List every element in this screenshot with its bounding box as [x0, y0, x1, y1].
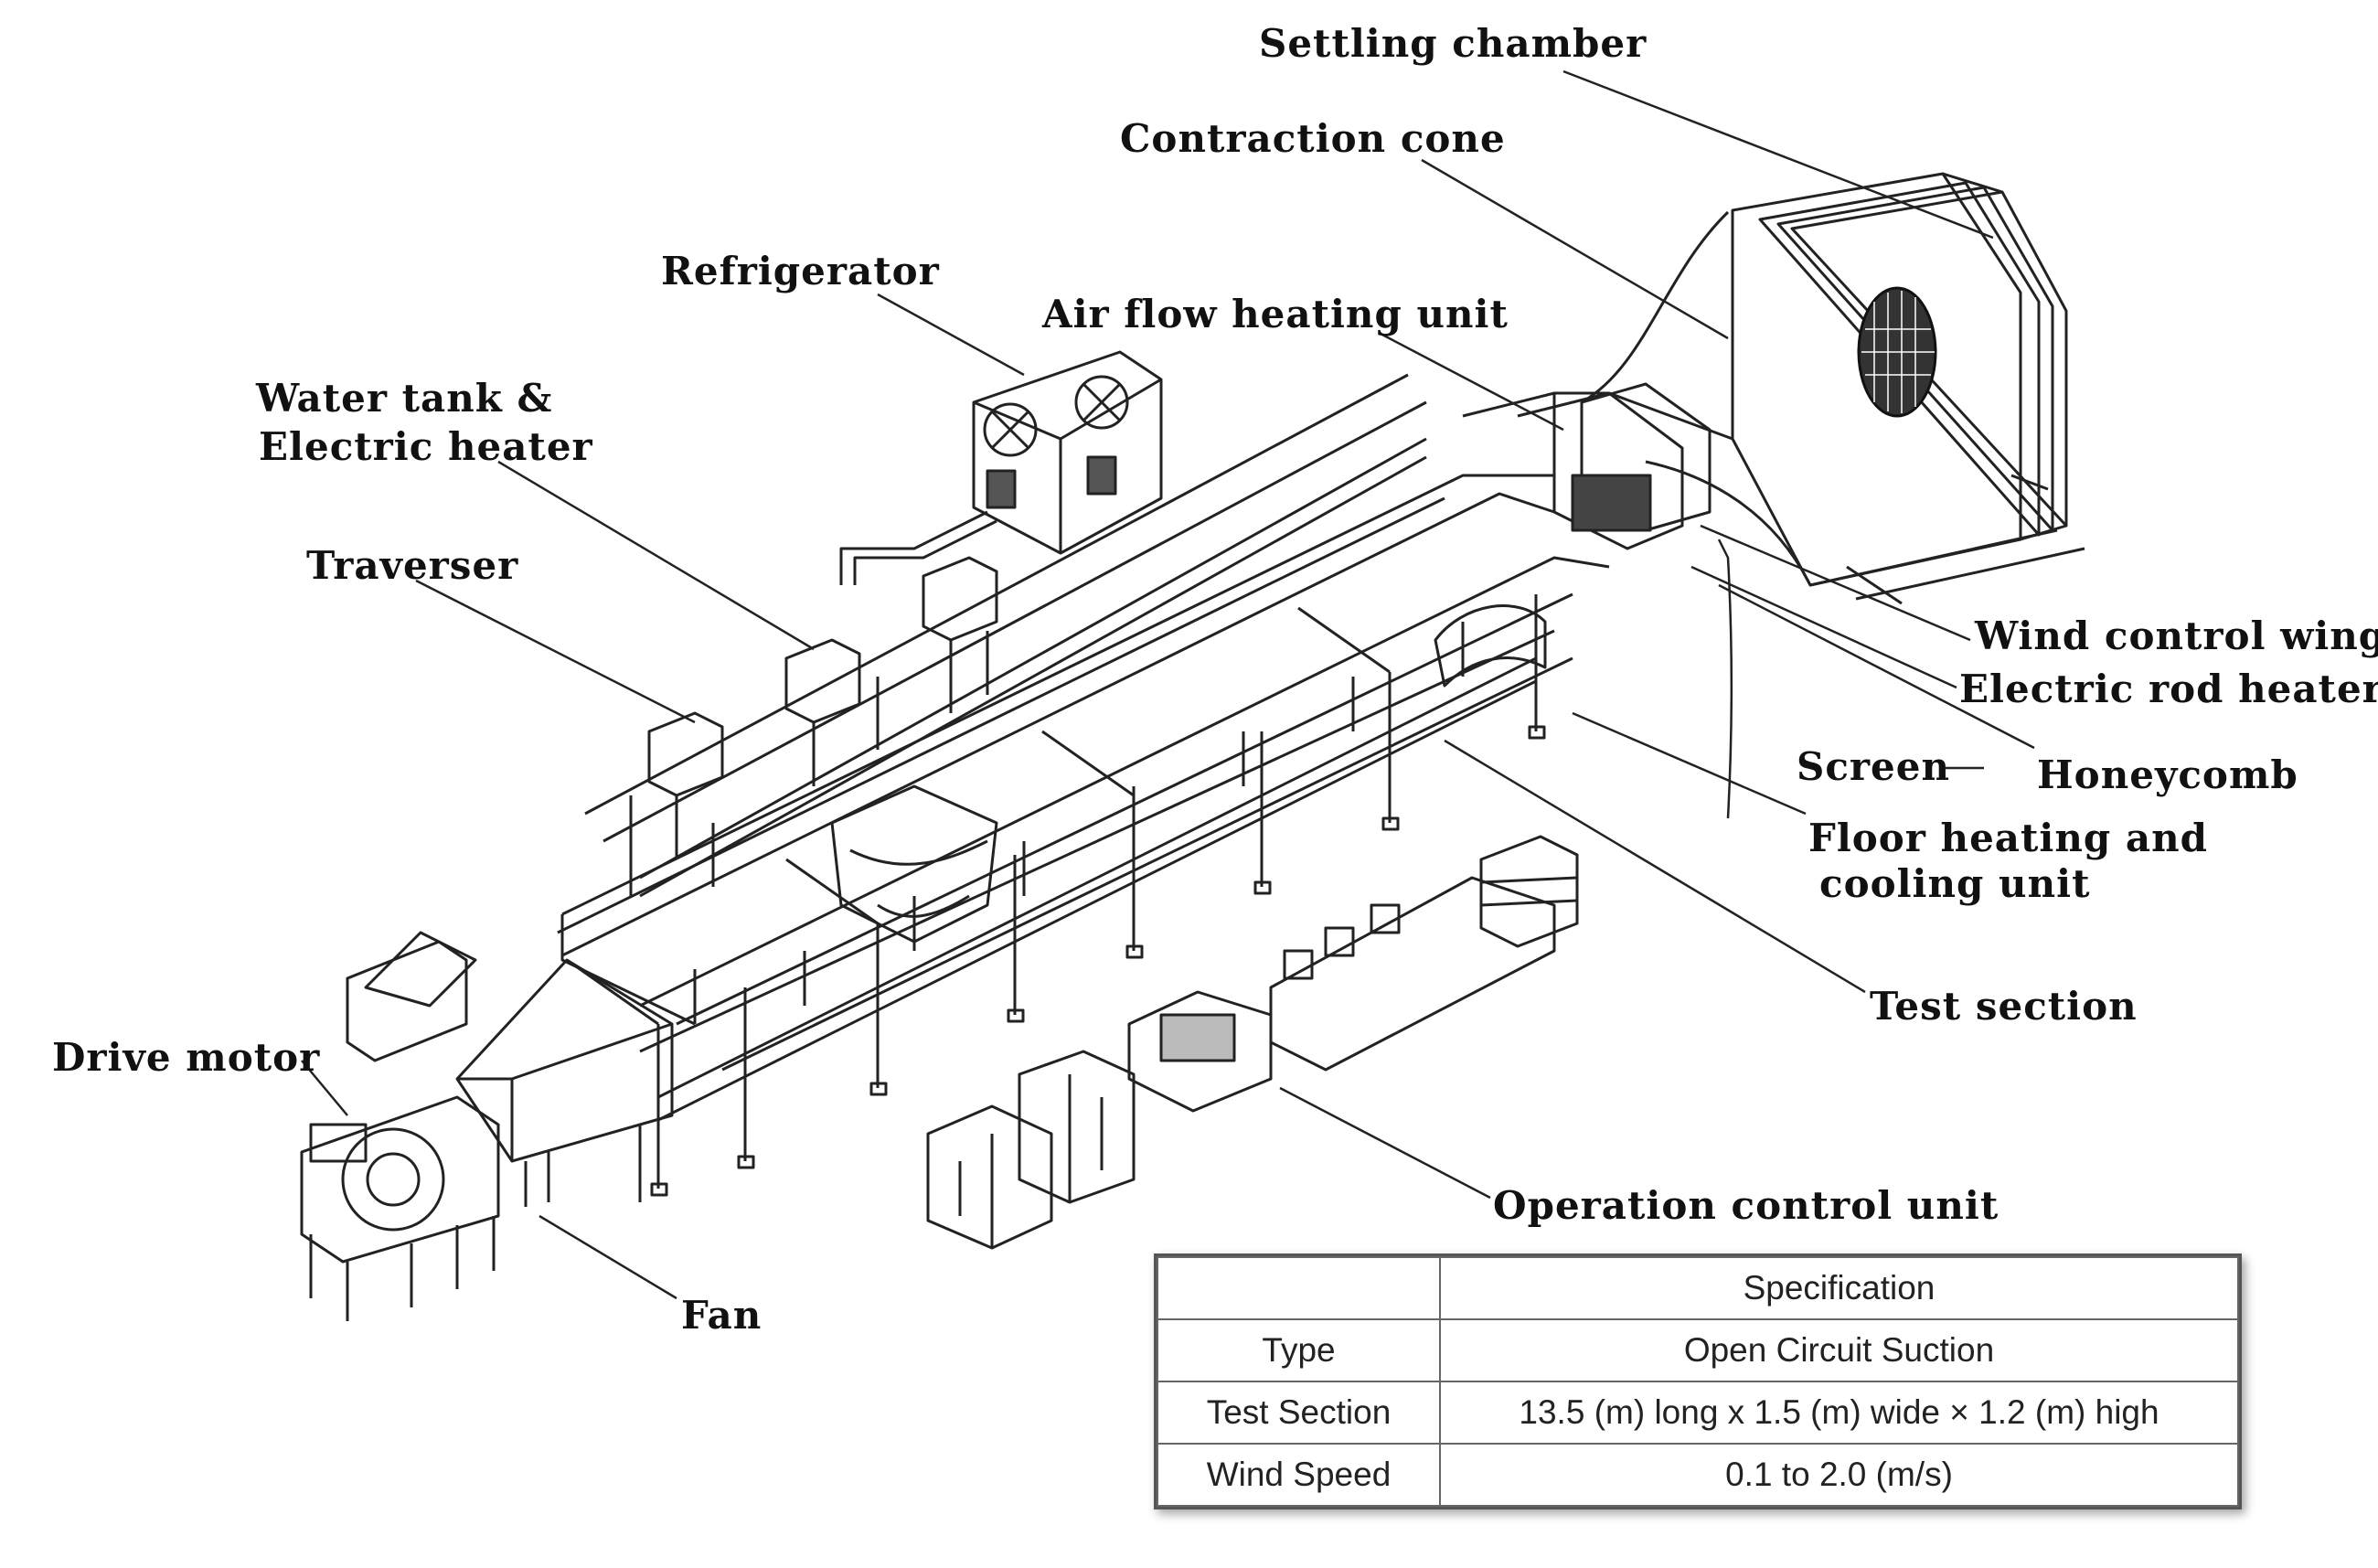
contraction-cone-label: Contraction cone: [1120, 116, 1506, 161]
row-name-cell: Test Section: [1157, 1381, 1441, 1445]
operation-control-unit-label: Operation control unit: [1493, 1183, 1999, 1228]
row-name-cell: Type: [1157, 1318, 1441, 1382]
floor-heating-unit: [1434, 604, 1547, 688]
table-row: Wind Speed 0.1 to 2.0 (m/s): [1157, 1443, 2239, 1507]
row-value-cell: 13.5 (m) long x 1.5 (m) wide × 1.2 (m) h…: [1439, 1381, 2239, 1445]
table-row: Test Section 13.5 (m) long x 1.5 (m) wid…: [1157, 1381, 2239, 1445]
drive-motor-label: Drive motor: [52, 1035, 321, 1080]
table-header-cell: Specification: [1439, 1256, 2239, 1320]
drive-motor: [300, 931, 500, 1321]
test-section-label: Test section: [1870, 984, 2138, 1029]
traverser-carriage: [830, 784, 998, 944]
refrigerator-label: Refrigerator: [661, 249, 940, 293]
settling-chamber: [1731, 172, 2085, 605]
electric-heater-label: Electric heater: [259, 424, 593, 469]
honeycomb: [1857, 286, 1937, 418]
leader-lines: [301, 69, 2035, 1300]
fan-label: Fan: [681, 1293, 762, 1338]
table-row: Type Open Circuit Suction: [1157, 1318, 2239, 1382]
row-value-cell: Open Circuit Suction: [1439, 1318, 2239, 1382]
air-flow-heating-unit: [1462, 391, 1684, 550]
electric-rod-heater-label: Electric rod heater: [1959, 667, 2378, 711]
cooling-unit-label: cooling unit: [1819, 861, 2091, 906]
wind-control-wing-label: Wind control wing: [1975, 613, 2378, 658]
row-value-cell: 0.1 to 2.0 (m/s): [1439, 1443, 2239, 1507]
test-section: [557, 373, 1610, 1197]
air-flow-heating-unit-label: Air flow heating unit: [1042, 292, 1509, 336]
floor-heating-label: Floor heating and: [1808, 816, 2209, 860]
table-header-row: Specification: [1157, 1256, 2239, 1320]
refrigerator: [839, 350, 1163, 585]
water-tank-units: [629, 556, 998, 896]
screen-label: Screen: [1797, 744, 1951, 789]
honeycomb-label: Honeycomb: [2037, 752, 2298, 797]
settling-chamber-label: Settling chamber: [1259, 21, 1648, 66]
row-name-cell: Wind Speed: [1157, 1443, 1441, 1507]
traverser-label: Traverser: [306, 543, 519, 588]
specification-table: Specification Type Open Circuit Suction …: [1154, 1253, 2242, 1509]
table-header-cell: [1157, 1256, 1441, 1320]
water-tank-label: Water tank &: [256, 376, 553, 421]
operation-control-unit: [926, 835, 1579, 1250]
fan-diffuser: [455, 958, 674, 1207]
